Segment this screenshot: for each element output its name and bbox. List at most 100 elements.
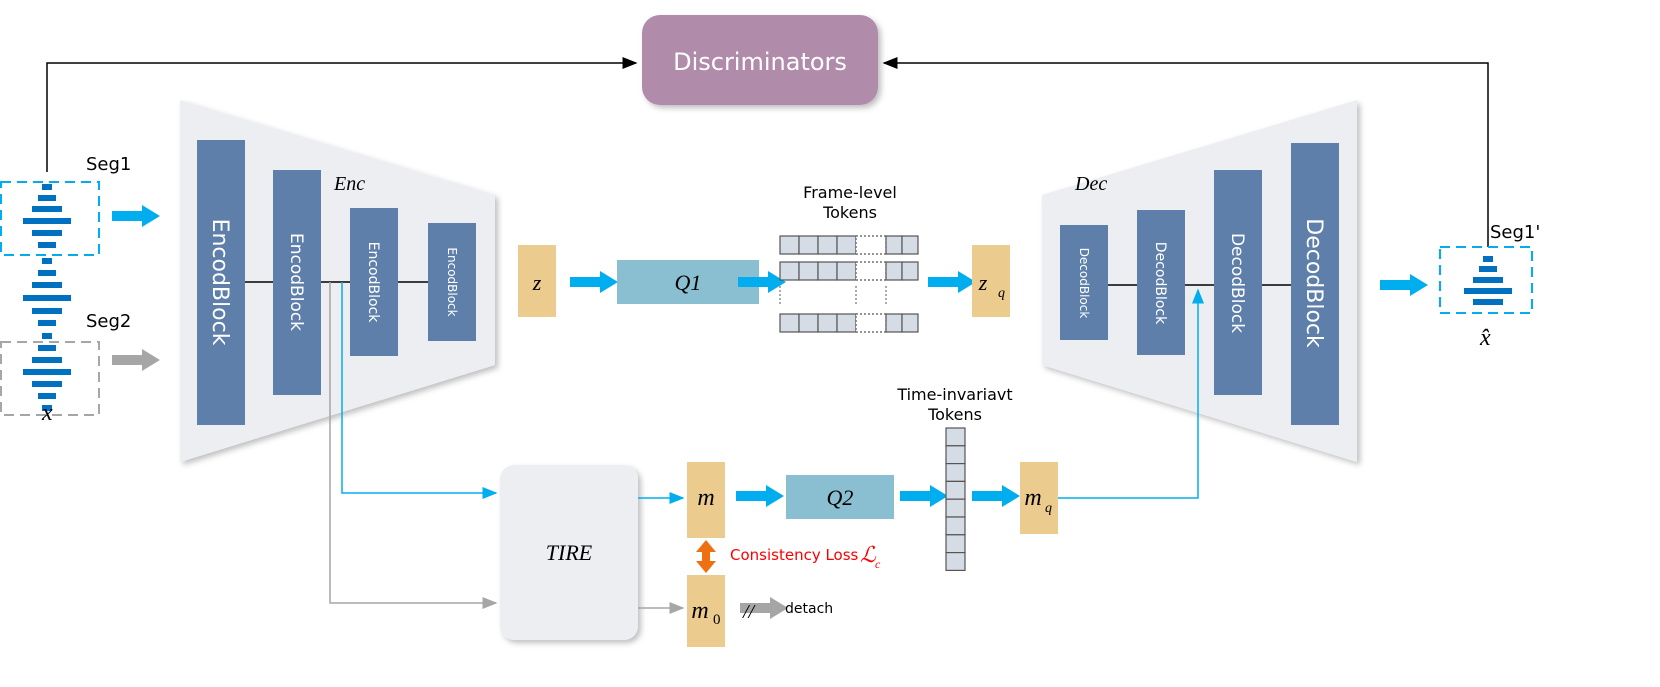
token-cell (798, 235, 819, 255)
decoder-block: DecodBlock (1214, 170, 1262, 395)
seg2-box (0, 341, 100, 416)
svg-text:EncodBlock: EncodBlock (445, 247, 459, 316)
svg-text:m: m (691, 598, 708, 624)
token-cell (901, 313, 919, 333)
encoder-block: EncodBlock (350, 208, 398, 356)
token-cell (945, 551, 966, 571)
token-cell (885, 261, 903, 281)
token-cell (945, 427, 966, 447)
decoder-block: DecodBlock (1060, 225, 1108, 340)
consistency-double-arrow (696, 540, 716, 573)
decoder-to-output-arrow (1380, 274, 1428, 296)
svg-text:m: m (1024, 485, 1041, 511)
input-signal (23, 184, 71, 411)
q2-box: Q2 (786, 475, 894, 519)
seg1-label: Seg1 (86, 154, 131, 175)
svg-text:Q1: Q1 (675, 270, 702, 295)
output-signal (1464, 256, 1512, 305)
svg-text:0: 0 (713, 612, 721, 628)
tokens-to-mq-arrow (972, 485, 1020, 507)
time-invariant-tokens (945, 427, 966, 571)
output-to-discriminator-line (882, 57, 1489, 247)
frame-level-tokens (779, 235, 919, 333)
decoder-block: DecodBlock (1137, 210, 1185, 355)
seg2-arrow (112, 349, 160, 371)
tokens-to-zq-arrow (928, 271, 976, 293)
seg2-label: Seg2 (86, 311, 131, 332)
token-cell (885, 313, 903, 333)
token-cell (885, 235, 903, 255)
svg-text:DecodBlock: DecodBlock (1077, 248, 1091, 319)
token-cell (836, 261, 857, 281)
m-box: m (687, 462, 725, 538)
frame-tokens-title-line1: Frame-level (803, 183, 897, 202)
x-label: x (41, 400, 53, 426)
detach-mark: // (742, 601, 757, 623)
seg1-prime-label: Seg1' (1490, 222, 1540, 243)
consistency-loss-symbol: ℒ (860, 542, 877, 567)
token-cell (901, 235, 919, 255)
token-cell (779, 261, 800, 281)
frame-tokens-title-line2: Tokens (822, 203, 877, 222)
input-to-discriminator-line (46, 57, 638, 172)
m-to-q2-arrow (736, 485, 784, 507)
token-cell (817, 313, 838, 333)
svg-text:DecodBlock: DecodBlock (1301, 218, 1326, 348)
token-cell (945, 516, 966, 536)
token-cell (779, 235, 800, 255)
time-tokens-title-line1: Time-invariavt (896, 385, 1012, 404)
svg-text:TIRE: TIRE (546, 540, 593, 565)
svg-text:DecodBlock: DecodBlock (1227, 233, 1247, 333)
x-hat-label: x̂ (1479, 325, 1491, 351)
token-cell (855, 261, 887, 281)
consistency-loss-subscript: c (875, 557, 881, 571)
seg1-box (0, 181, 100, 256)
token-cell (798, 313, 819, 333)
token-cell (817, 235, 838, 255)
svg-text:DecodBlock: DecodBlock (1152, 242, 1168, 325)
encoder-block: EncodBlock (197, 140, 245, 425)
tire-box: TIRE (500, 465, 638, 640)
svg-text:q: q (998, 286, 1005, 301)
consistency-loss-label: Consistency Loss (730, 546, 859, 564)
q2-to-tokens-arrow (900, 485, 948, 507)
token-cell (855, 235, 887, 255)
token-cell (836, 313, 857, 333)
z-to-q1-arrow (570, 271, 618, 293)
svg-text:z: z (978, 270, 988, 295)
q1-box: Q1 (617, 260, 759, 304)
token-cell (901, 261, 919, 281)
encoder: Enc EncodBlock EncodBlock EncodBlock Enc… (180, 100, 495, 462)
discriminators-box: Discriminators (642, 15, 878, 105)
decoder-label: Dec (1074, 173, 1107, 195)
discriminators-label: Discriminators (673, 48, 847, 76)
encoder-label: Enc (333, 173, 365, 195)
token-cell (817, 261, 838, 281)
token-cell (945, 498, 966, 518)
svg-text:EncodBlock: EncodBlock (286, 233, 306, 331)
detach-label: detach (785, 601, 833, 617)
decoder: Dec DecodBlock DecodBlock DecodBlock Dec… (1042, 100, 1357, 462)
decoder-block: DecodBlock (1291, 143, 1339, 425)
seg2-to-tire-line (329, 282, 498, 609)
mq-to-decoder-line (1058, 288, 1204, 499)
seg1-arrow (112, 205, 160, 227)
z-box: z (518, 245, 556, 317)
svg-text:m: m (697, 485, 714, 511)
encoder-block: EncodBlock (273, 170, 321, 395)
svg-text:EncodBlock: EncodBlock (207, 219, 232, 346)
token-cell (836, 235, 857, 255)
enc-to-tire-line (341, 282, 498, 499)
token-cell (779, 313, 800, 333)
svg-text:q: q (1045, 501, 1052, 516)
token-cell (945, 463, 966, 483)
svg-text:z: z (532, 270, 542, 295)
token-cell (945, 445, 966, 465)
encoder-block: EncodBlock (428, 223, 476, 341)
svg-text:EncodBlock: EncodBlock (365, 242, 381, 324)
token-cell (945, 534, 966, 554)
